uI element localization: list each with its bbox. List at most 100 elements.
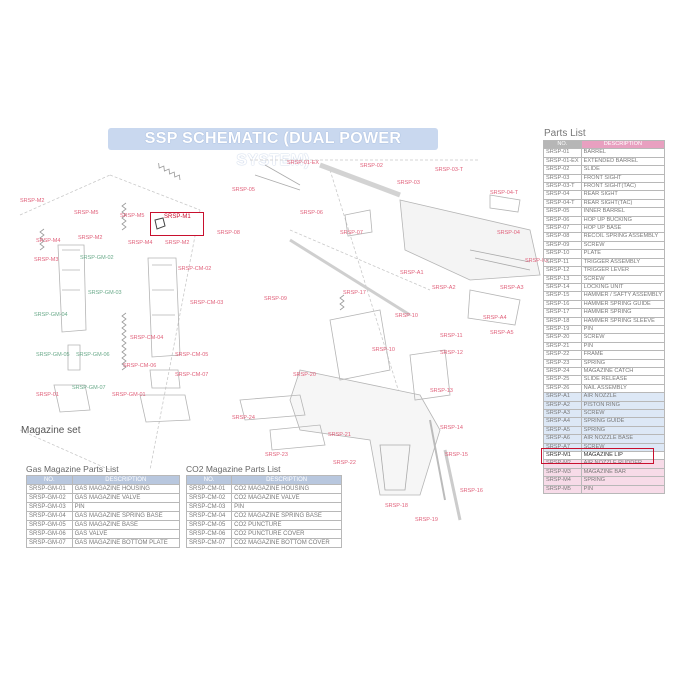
callout-label: SRSP-21	[328, 432, 351, 438]
part-description-cell: PIN	[71, 502, 181, 512]
part-description-cell: REAR SIGHT	[580, 190, 666, 200]
part-description-cell: HAMMER SPRING SLEEVE	[580, 316, 666, 326]
callout-label: SRSP-01-EX	[287, 160, 320, 166]
part-number-cell: SRSP-M4	[543, 476, 582, 486]
part-number-cell: SRSP-A5	[543, 425, 582, 436]
part-number-cell: SRSP-19	[543, 324, 582, 335]
callout-label: SRSP-16	[460, 488, 483, 494]
part-description-cell: FRONT SIGHT	[580, 173, 666, 184]
magazine-lip-callout: SRSP-M1	[164, 214, 191, 220]
part-number-cell: SRSP-02	[543, 165, 582, 175]
part-number-cell: SRSP-M3	[543, 467, 582, 478]
part-number-cell: SRSP-05	[543, 207, 582, 217]
part-number-cell: SRSP-01	[543, 148, 582, 158]
callout-label: SRSP-CM-07	[175, 372, 209, 378]
part-number-cell: SRSP-GM-01	[26, 484, 73, 494]
part-number-cell: SRSP-12	[543, 266, 582, 276]
callout-label: SRSP-20	[293, 372, 316, 378]
part-number-cell: SRSP-GM-06	[26, 529, 73, 539]
part-number-cell: SRSP-CM-03	[185, 502, 233, 512]
callout-label: SRSP-24	[232, 415, 255, 421]
part-description-cell: LOCKING UNIT	[580, 282, 666, 293]
part-number-cell: SRSP-03-T	[543, 182, 582, 192]
callout-label: SRSP-04-T	[490, 190, 519, 196]
callout-label: SRSP-11	[440, 333, 463, 339]
callout-label: SRSP-GM-07	[72, 385, 106, 391]
magazine-set-label: Magazine set	[21, 425, 81, 436]
part-number-cell: SRSP-24	[543, 366, 582, 377]
callout-label: SRSP-18	[385, 503, 408, 509]
part-description-cell: SCREW	[580, 274, 666, 284]
part-number-cell: SRSP-GM-07	[26, 538, 73, 548]
co2-list-header: NO. DESCRIPTION	[185, 475, 342, 485]
callout-label: SRSP-M5	[120, 213, 145, 219]
part-description-cell: CO2 MAGAZINE BOTTOM COVER	[231, 538, 342, 548]
part-description-cell: HOP UP BASE	[580, 224, 666, 234]
callout-label: SRSP-M3	[34, 257, 59, 263]
callout-label: SRSP-GM-04	[34, 312, 68, 318]
part-description-cell: SCREW	[580, 333, 666, 343]
part-description-cell: GAS MAGAZINE SPRING BASE	[71, 511, 181, 521]
part-description-cell: SPRING	[580, 425, 666, 436]
part-number-cell: SRSP-04-T	[543, 198, 582, 209]
part-description-cell: SLIDE	[580, 165, 666, 175]
part-description-cell: AIR NOZZLE BASE	[580, 434, 666, 444]
callout-label: SRSP-CM-05	[175, 352, 209, 358]
callout-label: SRSP-GM-02	[80, 255, 114, 261]
column-header-description: DESCRIPTION	[580, 139, 666, 150]
part-description-cell: SPRING	[580, 476, 666, 486]
callout-label: SRSP-03	[525, 258, 548, 264]
part-description-cell: PISTON RING	[580, 400, 666, 411]
part-description-cell: RECOIL SPRING ASSEMBLY	[580, 232, 666, 242]
part-number-cell: SRSP-23	[543, 358, 582, 368]
callout-label: SRSP-A5	[490, 330, 514, 336]
callout-label: SRSP-04	[497, 230, 520, 236]
callout-label: SRSP-06	[300, 210, 323, 216]
callout-label: SRSP-10	[372, 347, 395, 353]
part-number-cell: SRSP-18	[543, 316, 582, 326]
part-number-cell: SRSP-09	[543, 240, 582, 251]
column-header-no: NO.	[185, 475, 233, 485]
part-number-cell: SRSP-26	[543, 383, 582, 394]
part-description-cell: NAIL ASSEMBLY	[580, 383, 666, 394]
part-description-cell: PIN	[231, 502, 342, 512]
callout-label: SRSP-A2	[432, 285, 456, 291]
schematic-title: SSP SCHEMATIC (DUAL POWER SYSTEM)	[108, 128, 438, 169]
column-header-no: NO.	[543, 139, 582, 150]
part-description-cell: AIR NOZZLE	[580, 392, 666, 402]
callout-label: SRSP-02	[360, 163, 383, 169]
magazine-lip-icon	[154, 217, 166, 230]
part-number-cell: SRSP-A3	[543, 408, 582, 419]
part-description-cell: CO2 PUNCTURE COVER	[231, 529, 342, 539]
part-description-cell: BARREL	[580, 148, 666, 158]
part-description-cell: GAS MAGAZINE BASE	[71, 520, 181, 530]
part-description-cell: GAS VALVE	[71, 529, 181, 539]
gas-list-header: NO. DESCRIPTION	[26, 475, 181, 485]
callout-label: SRSP-05	[232, 187, 255, 193]
part-number-cell: SRSP-17	[543, 308, 582, 318]
callout-label: SRSP-19	[415, 517, 438, 523]
part-description-cell: SLIDE RELEASE	[580, 375, 666, 385]
